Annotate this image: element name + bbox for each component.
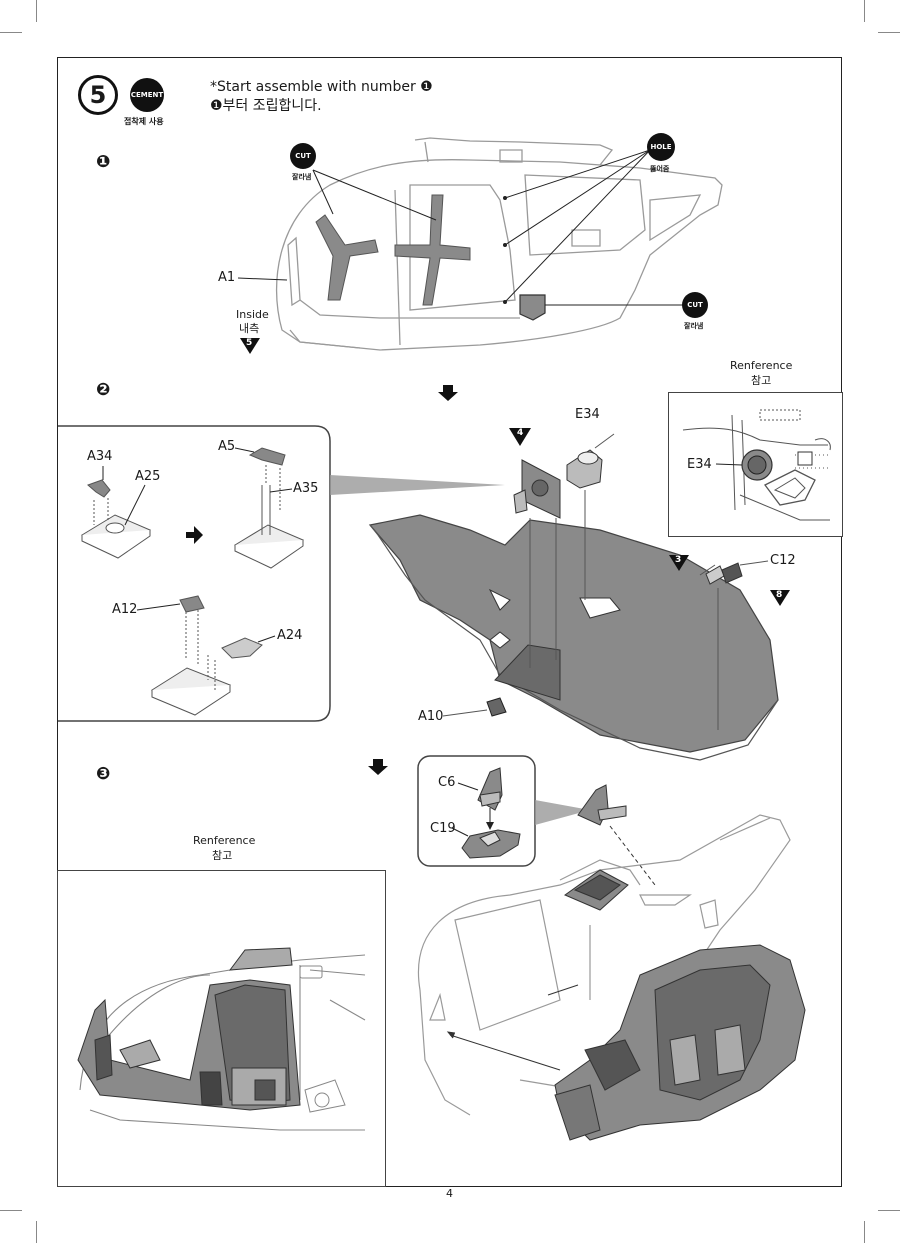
part-label-e34: E34	[575, 407, 600, 422]
reference-interior	[77, 947, 301, 1111]
part-label-c12: C12	[770, 553, 796, 568]
ref-number-4: 4	[517, 428, 524, 438]
ref-triangle-3	[669, 555, 689, 571]
hole-label: 뚫어줌	[650, 165, 670, 173]
part-bracket-4	[513, 459, 561, 519]
part-label-a35: A35	[293, 481, 319, 496]
substep-3-number: ❸	[96, 764, 111, 784]
cut-badge-text: CUT	[687, 301, 703, 309]
part-label-a5: A5	[218, 439, 236, 454]
crop-mark	[878, 32, 900, 33]
page-frame	[57, 57, 842, 1187]
ref-number-8: 8	[776, 590, 783, 600]
part-label-c19: C19	[430, 821, 456, 836]
reference-label-en: Renference	[193, 834, 256, 847]
hole-badge-text: HOLE	[650, 143, 672, 151]
part-a12-assembly	[150, 595, 263, 716]
callout-pointer	[535, 800, 590, 825]
crop-mark	[36, 1221, 37, 1243]
ref-number-3: 3	[675, 555, 682, 565]
fuselage-half-a1	[275, 137, 723, 351]
instruction-ko: ❶부터 조립합니다.	[210, 98, 322, 114]
part-a25-assembly	[80, 479, 152, 559]
part-label-a24: A24	[277, 628, 303, 643]
part-c6	[477, 767, 503, 811]
part-label-a34: A34	[87, 449, 113, 464]
down-arrow-icon	[368, 759, 388, 775]
cut-label: 잘라냄	[292, 173, 312, 181]
instrument-panel-top	[563, 869, 629, 911]
ref-triangle-8	[770, 590, 790, 606]
cockpit-shell	[418, 814, 791, 1116]
ref-triangle-4	[509, 428, 531, 446]
part-a10	[486, 697, 507, 717]
cut-part-square	[519, 294, 546, 321]
cement-label: 접착제 사용	[124, 117, 164, 126]
crop-mark	[36, 0, 37, 22]
step-number-circle: 5	[78, 75, 118, 115]
reference-label-ko: 참고	[212, 849, 233, 862]
crop-mark	[864, 1221, 865, 1243]
part-label-c6: C6	[438, 775, 456, 790]
part-label-a25: A25	[135, 469, 161, 484]
cut-icon: CUT	[682, 292, 708, 318]
part-c12	[705, 562, 743, 585]
cut-icon: CUT	[290, 143, 316, 169]
cut-label: 잘라냄	[684, 322, 704, 330]
part-label-a1: A1	[218, 270, 236, 285]
step-number: 5	[89, 81, 107, 109]
reference-label-ko: 참고	[751, 374, 772, 387]
inside-label-ko: 내측	[239, 322, 260, 335]
page-number: 4	[446, 1187, 453, 1200]
part-c19	[461, 829, 521, 859]
instruction-en: *Start assemble with number ❶	[210, 79, 433, 95]
part-label-a12: A12	[112, 602, 138, 617]
cockpit-floor-part	[368, 514, 779, 761]
cement-icon: CEMENT	[130, 78, 164, 112]
hole-icon: HOLE	[647, 133, 675, 161]
substep-2-number: ❷	[96, 380, 111, 400]
crop-mark	[0, 32, 22, 33]
part-e34	[566, 449, 603, 489]
reference-label-en: Renference	[730, 359, 793, 372]
crop-mark	[878, 1210, 900, 1211]
cockpit-interior-tub	[554, 944, 806, 1141]
part-c6-placed	[577, 784, 627, 826]
cut-part-y-shape	[315, 194, 471, 306]
callout-pointer	[330, 475, 505, 495]
cut-badge-text: CUT	[295, 152, 311, 160]
inside-ref-number: 5	[246, 338, 253, 348]
part-label-e34-ref: E34	[687, 457, 712, 472]
substep-1-number: ❶	[96, 152, 111, 172]
part-label-a10: A10	[418, 709, 444, 724]
down-arrow-icon	[438, 385, 458, 401]
inside-label-en: Inside	[236, 308, 269, 321]
right-arrow-icon	[186, 526, 203, 544]
inside-ref-triangle	[240, 338, 260, 354]
part-a5-assembly	[233, 447, 305, 569]
crop-mark	[0, 1210, 22, 1211]
cement-badge-text: CEMENT	[130, 91, 164, 99]
crop-mark	[864, 0, 865, 22]
